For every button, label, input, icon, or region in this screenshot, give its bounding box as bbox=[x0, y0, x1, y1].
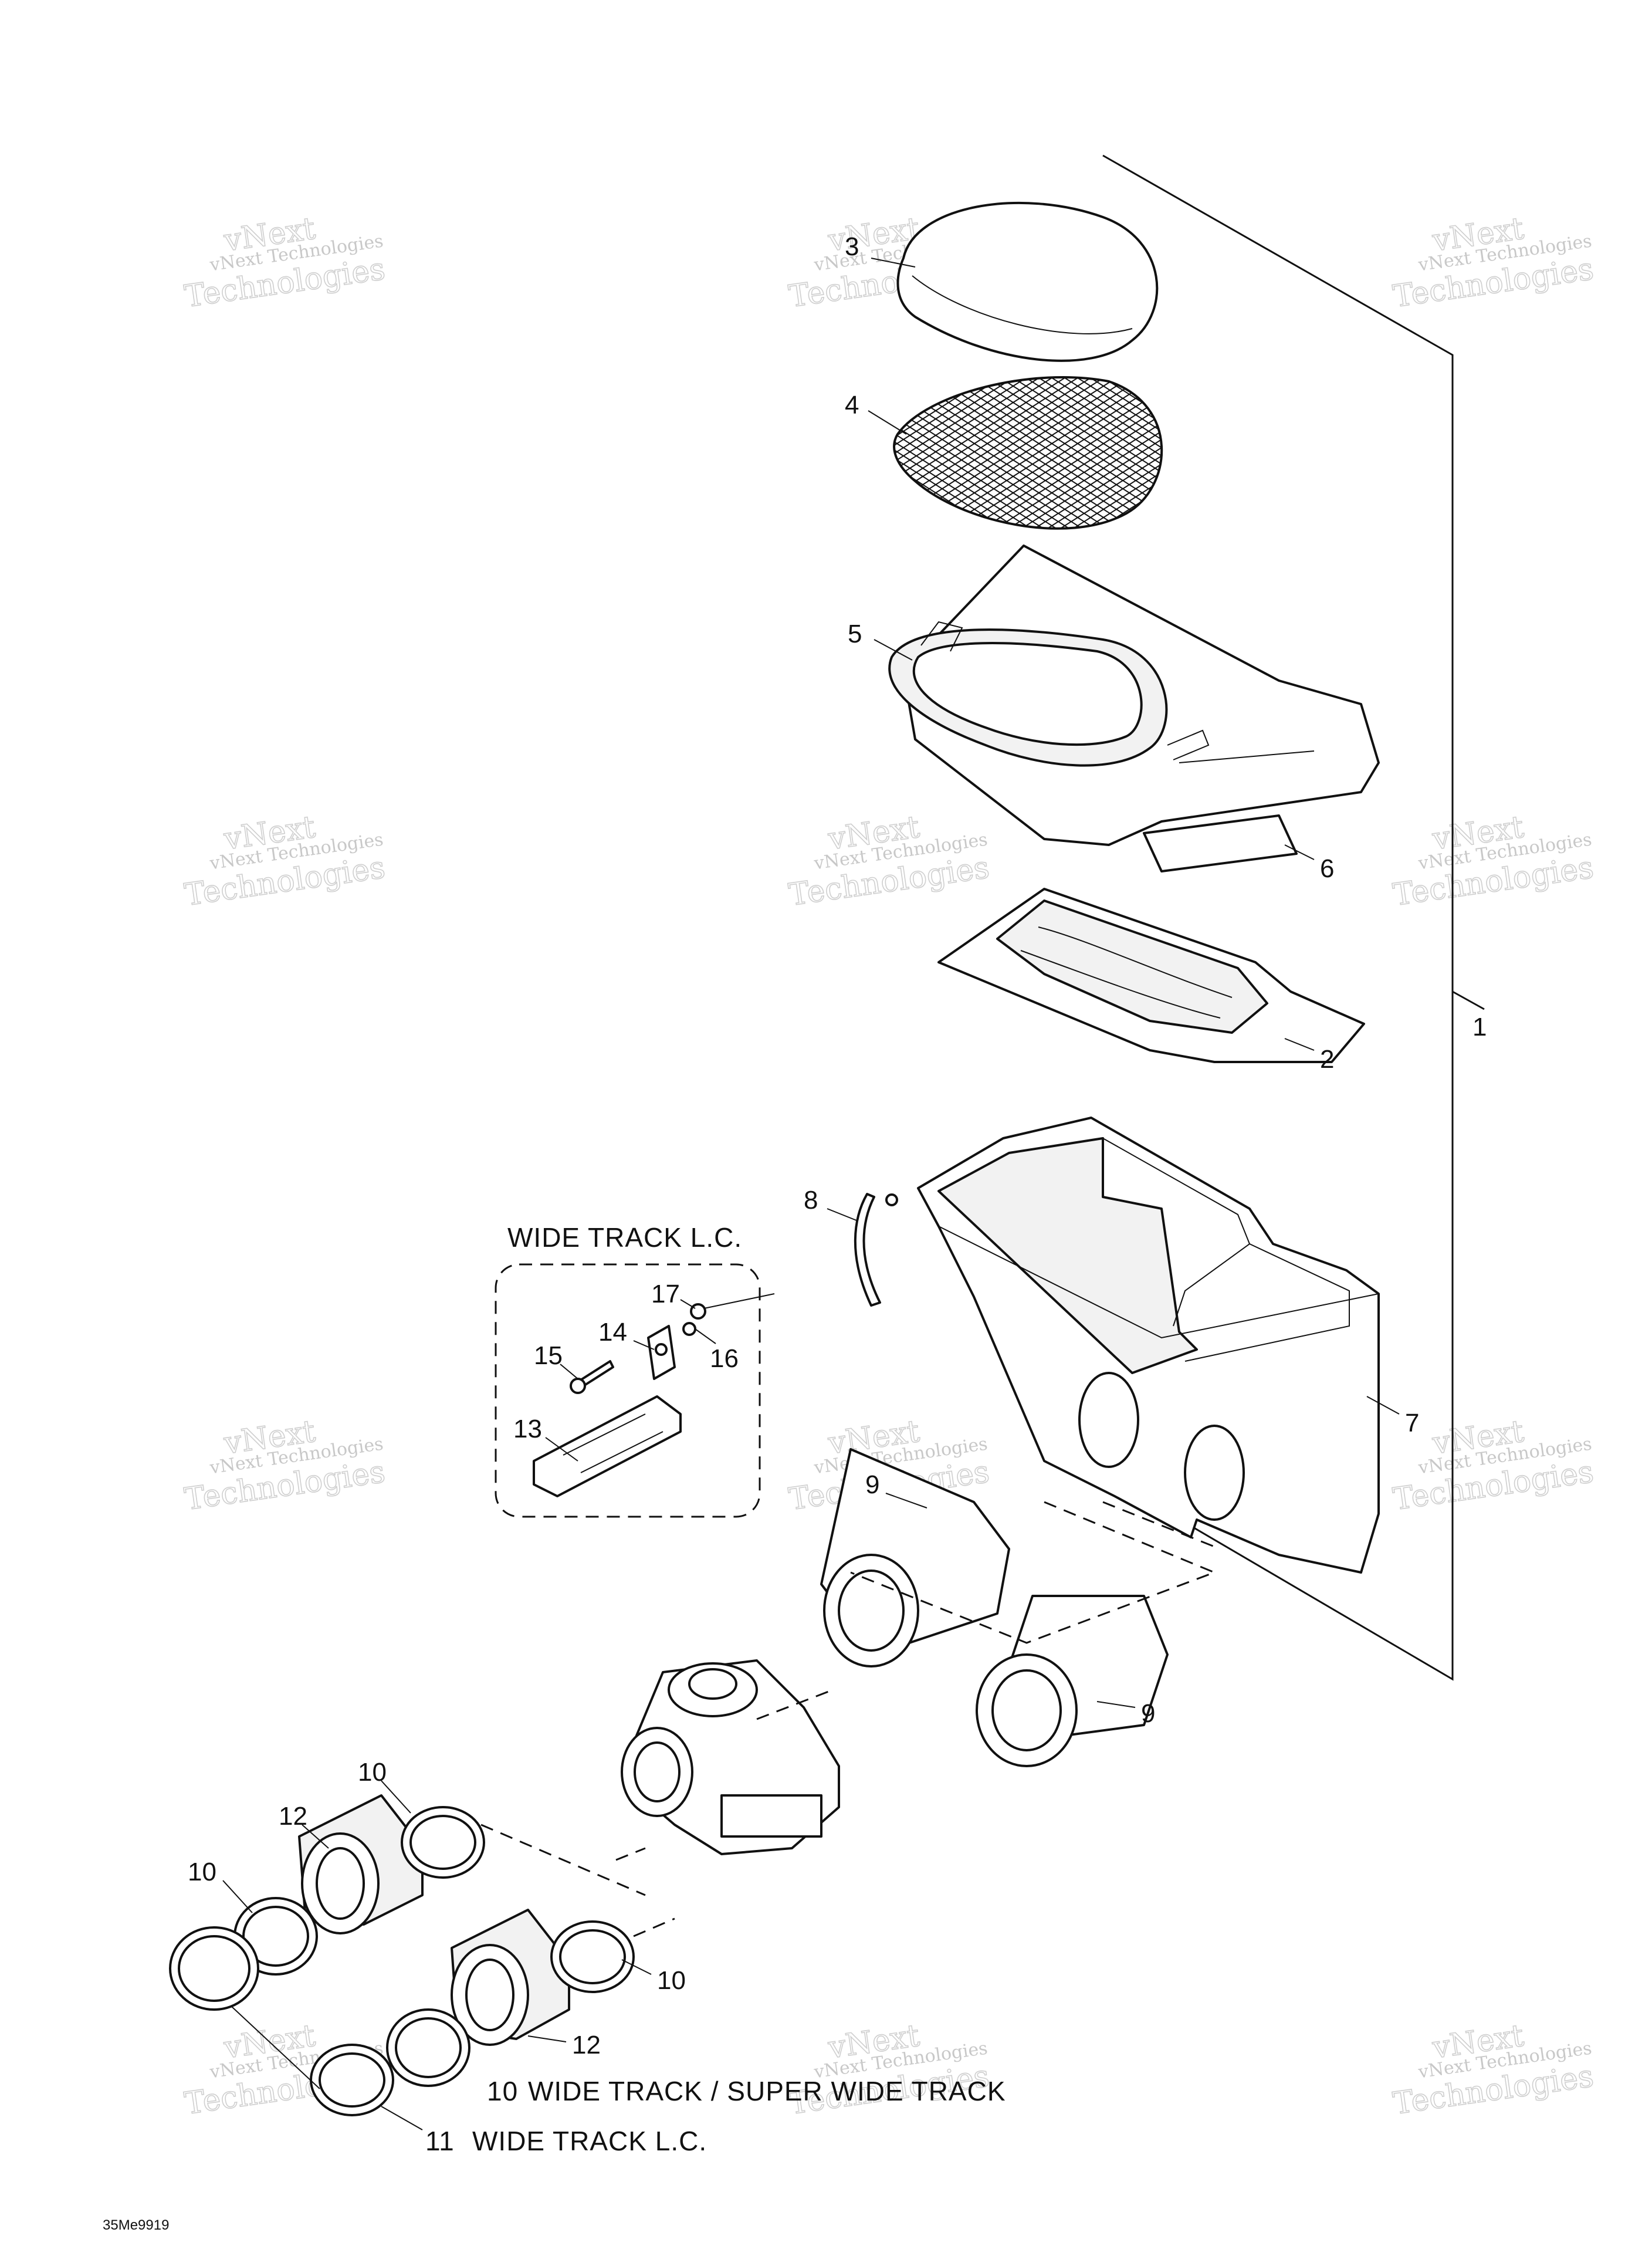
assembly-bracket-1 bbox=[1102, 154, 1485, 1681]
part-4-screen bbox=[893, 376, 1163, 530]
callout-8: 8 bbox=[804, 1186, 818, 1215]
part-3-cover bbox=[896, 201, 1159, 362]
drawing-code: 35Me9919 bbox=[103, 2217, 169, 2233]
callout-2: 2 bbox=[1320, 1045, 1334, 1074]
callout-6: 6 bbox=[1320, 854, 1334, 883]
callout-4: 4 bbox=[845, 391, 859, 420]
callout-7: 7 bbox=[1405, 1409, 1419, 1438]
part-7-airbox bbox=[917, 1117, 1380, 1574]
clamps-and-boots bbox=[169, 1794, 675, 2116]
callout-12a: 12 bbox=[279, 1802, 307, 1831]
note-10: 10 WIDE TRACK / SUPER WIDE TRACK bbox=[487, 2076, 1006, 2106]
leader-lines bbox=[222, 258, 1400, 2130]
callout-10c: 10 bbox=[657, 1966, 686, 1995]
note-11-text: WIDE TRACK L.C. bbox=[472, 2126, 707, 2156]
callout-3: 3 bbox=[845, 232, 859, 261]
callouts: 1 2 3 4 5 6 7 8 9 9 10 10 10 12 12 13 14… bbox=[188, 232, 1487, 2059]
note-11: 11 WIDE TRACK L.C. bbox=[425, 2126, 707, 2156]
callout-15: 15 bbox=[534, 1341, 563, 1370]
inset-wide-track-lc bbox=[495, 1263, 775, 1518]
callout-9a: 9 bbox=[865, 1470, 879, 1499]
callout-13: 13 bbox=[513, 1415, 542, 1443]
callout-10b: 10 bbox=[188, 1858, 216, 1886]
part-5-lid bbox=[888, 544, 1380, 872]
note-10-number: 10 bbox=[487, 2076, 518, 2106]
callout-17: 17 bbox=[651, 1280, 680, 1308]
note-11-number: 11 bbox=[425, 2126, 455, 2156]
callout-9b: 9 bbox=[1141, 1699, 1155, 1728]
callout-5: 5 bbox=[848, 620, 862, 648]
callout-12b: 12 bbox=[572, 2031, 601, 2059]
inset-title: WIDE TRACK L.C. bbox=[507, 1222, 742, 1253]
callout-1: 1 bbox=[1472, 1013, 1487, 1041]
part-9-adaptors bbox=[820, 1448, 1221, 1767]
part-8-clip bbox=[854, 1193, 898, 1307]
callout-10a: 10 bbox=[358, 1758, 387, 1787]
carburetor bbox=[621, 1659, 840, 1855]
part-2-tray bbox=[937, 888, 1365, 1063]
note-10-text: WIDE TRACK / SUPER WIDE TRACK bbox=[528, 2076, 1006, 2106]
callout-14: 14 bbox=[598, 1318, 627, 1347]
callout-16: 16 bbox=[710, 1344, 739, 1373]
